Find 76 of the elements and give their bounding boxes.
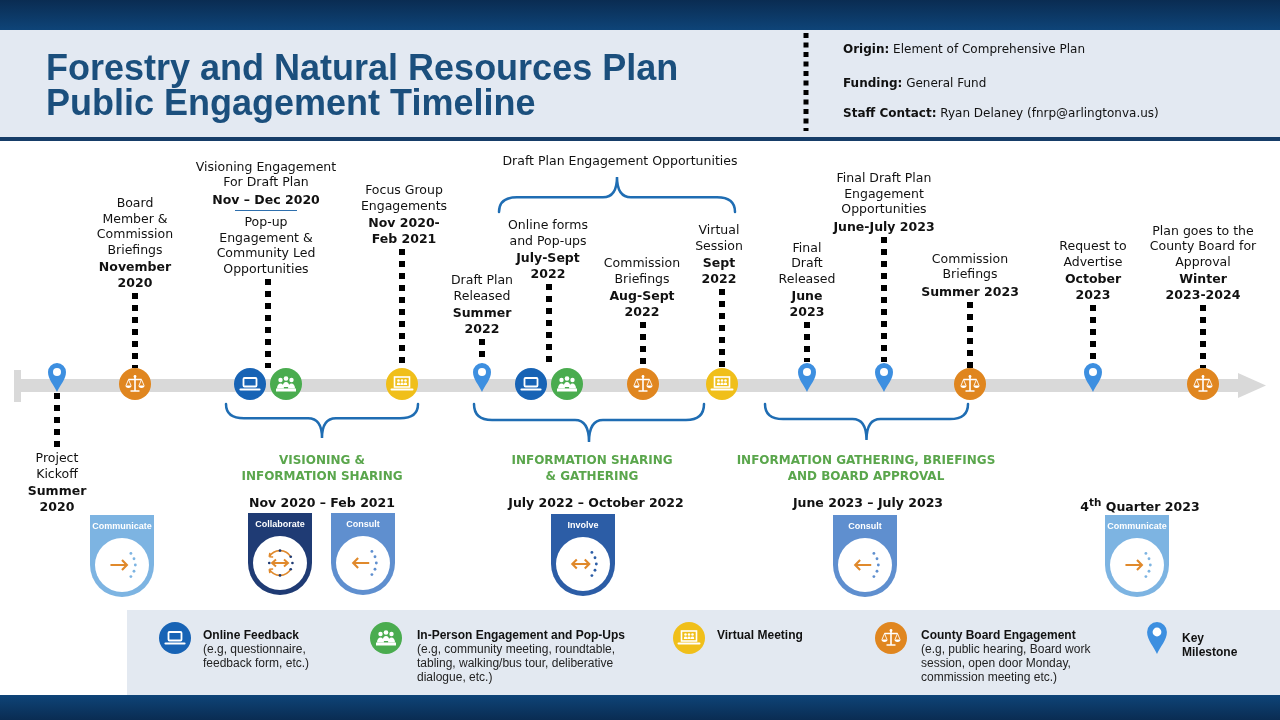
milestone-date: November 2020 [98, 259, 172, 290]
phase-heading: INFORMATION GATHERING, BRIEFINGS AND BOARD APPROVAL [736, 452, 996, 484]
milestone-title: Draft Plan Released [450, 272, 514, 303]
leader-line [54, 392, 60, 447]
milestone-title: Commission Briefings [931, 250, 1009, 282]
legend-text: Key Milestone [1182, 631, 1239, 659]
video-call-icon [706, 368, 738, 400]
milestone-title: Plan goes to the County Board for Approval [1149, 222, 1257, 269]
location-pin-icon [797, 362, 817, 392]
milestone-date: Nov – Dec 2020 [211, 191, 321, 207]
scales-icon [119, 368, 151, 400]
leader-line [881, 237, 887, 362]
milestone-date: October 2023 [1064, 271, 1122, 302]
engagement-level-label: Involve [567, 520, 599, 531]
info-line: Origin: Element of Comprehensive Plan [843, 42, 1086, 57]
engagement-level-label: Consult [346, 519, 380, 530]
leader-line [132, 293, 138, 368]
laptop-icon [515, 368, 547, 400]
milestone-title: Final Draft Released [778, 239, 836, 286]
location-pin-icon [472, 362, 492, 392]
milestone-title: Online forms and Pop-ups [507, 217, 589, 248]
engagement-badge [248, 513, 312, 595]
milestone-title: Commission Briefings [603, 255, 681, 286]
leader-line [1200, 305, 1206, 368]
leader-line [804, 322, 810, 362]
engagement-badge [331, 513, 395, 595]
milestone-title: Visioning Engagement For Draft Plan [195, 158, 337, 190]
milestone-date: Summer 2020 [27, 483, 87, 514]
legend-text: In-Person Engagement and Pop-Ups (e.g, community meeting, roundtable, tabling, walking/bus tour, deliberative dialogue, etc.) [417, 628, 627, 684]
engagement-level-label: Consult [848, 521, 882, 532]
milestone-date: Aug-Sept 2022 [608, 288, 676, 319]
milestone-date: June-July 2023 [832, 218, 936, 234]
milestone-title: Virtual Session [694, 222, 744, 253]
milestone-date: Summer 2023 [920, 283, 1020, 299]
milestone-date: Nov 2020-Feb 2021 [367, 215, 441, 246]
engagement-badge [1105, 515, 1169, 597]
video-call-icon [386, 368, 418, 400]
legend-text: Virtual Meeting [717, 628, 804, 642]
milestone-date: Sept 2022 [701, 255, 737, 286]
milestone-title: Request to Advertise [1058, 238, 1128, 269]
info-line: Funding: General Fund [843, 76, 987, 91]
laptop-icon [234, 368, 266, 400]
milestone-date: July-Sept 2022 [515, 250, 581, 281]
engagement-badge [90, 515, 154, 597]
milestone-date: Summer 2022 [452, 305, 512, 336]
milestone-title: Focus Group Engagements [360, 182, 448, 213]
date-range: 4$^{th}$ Quarter 2023 [1080, 495, 1200, 515]
people-icon [270, 368, 302, 400]
scales-icon [954, 368, 986, 400]
location-pin-icon [874, 362, 894, 392]
milestone-title: Board Member & Commission Briefings [96, 195, 174, 257]
milestone-date: June 2023 [789, 288, 825, 319]
milestone-date: Winter 2023-2024 [1165, 271, 1241, 302]
legend-text: County Board Engagement (e.g, public hearing, Board work session, open door Monday, commission meeting etc.) [921, 628, 1092, 684]
scales-icon [1187, 368, 1219, 400]
phase-heading: VISIONING & INFORMATION SHARING [240, 452, 404, 484]
engagement-badge [551, 514, 615, 596]
people-icon [551, 368, 583, 400]
group-heading: Draft Plan Engagement Opportunities [502, 153, 738, 168]
milestone-title: Project Kickoff [35, 450, 79, 481]
phase-heading: INFORMATION SHARING & GATHERING [510, 452, 674, 484]
engagement-level-label: Communicate [1107, 521, 1167, 532]
scales-icon [627, 368, 659, 400]
engagement-badge [833, 515, 897, 597]
engagement-level-label: Communicate [92, 521, 152, 532]
date-range: Nov 2020 – Feb 2021 [249, 495, 395, 510]
legend-text: Online Feedback (e.g, questionnaire, feedback form, etc.) [203, 628, 311, 670]
leader-line [967, 302, 973, 368]
leader-line [719, 289, 725, 368]
engagement-level-label: Collaborate [255, 519, 305, 530]
milestone-title: Final Draft Plan Engagement Opportunities [836, 170, 932, 217]
leader-line [1090, 305, 1096, 362]
milestone-description: Pop-up Engagement & Community Led Opportunities [216, 214, 316, 276]
location-pin-icon [1083, 362, 1103, 392]
info-line: Staff Contact: Ryan Delaney (fnrp@arlingtonva.us) [843, 106, 1159, 121]
location-pin-icon [47, 362, 67, 392]
